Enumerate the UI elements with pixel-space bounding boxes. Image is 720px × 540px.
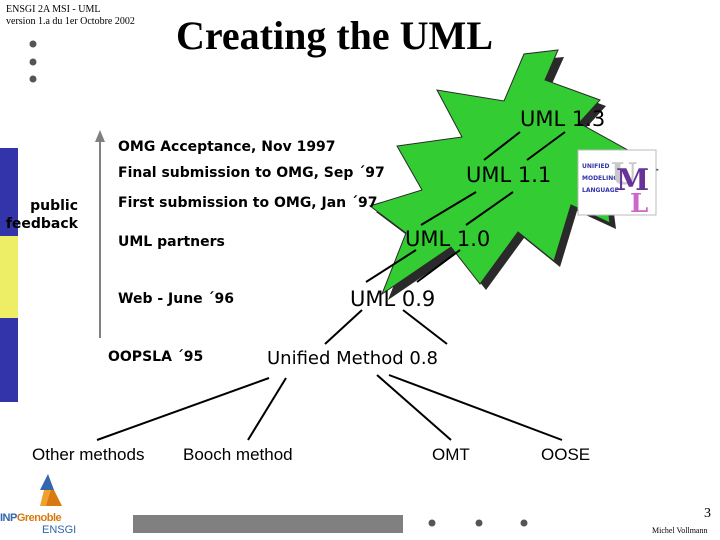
method-other: Other methods bbox=[32, 445, 145, 464]
decor-dots-top bbox=[29, 40, 37, 83]
version-uml-1-3: UML 1.3 bbox=[520, 107, 606, 131]
lineage-lines bbox=[96, 131, 566, 441]
author-name: Michel Vollmann bbox=[652, 526, 708, 535]
svg-text:M: M bbox=[616, 163, 649, 198]
svg-text:U: U bbox=[611, 157, 637, 192]
course-label: ENSGI 2A MSI - UML bbox=[6, 4, 101, 15]
version-uml-1-1: UML 1.1 bbox=[466, 163, 552, 187]
blue-band-top bbox=[0, 148, 18, 236]
milestone-uml-partners: UML partners bbox=[118, 234, 225, 250]
method-booch: Booch method bbox=[183, 445, 293, 464]
yellow-band bbox=[0, 236, 18, 318]
milestone-final-submission: Final submission to OMG, Sep ´97 bbox=[118, 165, 385, 181]
footer-bar bbox=[133, 515, 403, 533]
milestone-web: Web - June ´96 bbox=[118, 291, 235, 307]
version-label: version 1.a du 1er Octobre 2002 bbox=[6, 16, 135, 27]
blue-band-bottom bbox=[0, 318, 18, 402]
svg-text:MODELING: MODELING bbox=[582, 175, 618, 182]
release-starburst bbox=[368, 49, 655, 296]
svg-text:LANGUAGE: LANGUAGE bbox=[582, 187, 619, 194]
uml-logo: UNIFIED MODELING LANGUAGE U M L bbox=[577, 149, 657, 219]
method-oose: OOSE bbox=[541, 445, 591, 464]
version-uml-1-0: UML 1.0 bbox=[405, 227, 491, 251]
page-title: Creating the UML bbox=[176, 13, 493, 58]
milestone-first-submission: First submission to OMG, Jan ´97 bbox=[118, 195, 378, 211]
page-number: 3 bbox=[704, 506, 711, 521]
public-feedback-label: public feedback bbox=[5, 198, 78, 232]
version-uml-0-9: UML 0.9 bbox=[350, 287, 436, 311]
school-logo-text: INPGrenoble ENSGI bbox=[0, 512, 77, 536]
svg-text:L: L bbox=[630, 189, 648, 219]
method-omt: OMT bbox=[432, 445, 470, 464]
svg-text:UNIFIED: UNIFIED bbox=[582, 163, 610, 170]
version-unified-method: Unified Method 0.8 bbox=[267, 348, 438, 369]
milestone-omg-acceptance: OMG Acceptance, Nov 1997 bbox=[118, 139, 336, 155]
header-meta: ENSGI 2A MSI - UML version 1.a du 1er Oc… bbox=[6, 4, 135, 28]
milestone-oopsla: OOPSLA ´95 bbox=[108, 349, 204, 365]
decor-dots-footer bbox=[428, 519, 528, 527]
timeline-arrowhead bbox=[95, 130, 105, 142]
school-logo bbox=[40, 474, 62, 506]
